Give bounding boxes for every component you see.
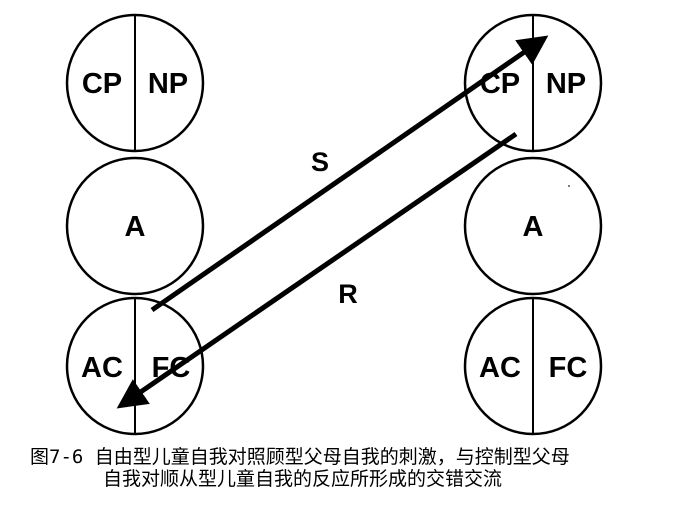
left-ac-label: AC — [81, 352, 123, 384]
stray-dot — [568, 185, 570, 187]
stimulus-arrow — [150, 35, 549, 313]
response-label: R — [338, 279, 358, 309]
right-fc-label: FC — [549, 352, 588, 384]
caption-line-1: 图7-6 自由型儿童自我对照顾型父母自我的刺激，与控制型父母 — [30, 446, 570, 468]
stimulus-transaction: S — [150, 35, 549, 313]
right-ac-label: AC — [479, 352, 521, 384]
left-np-label: NP — [148, 68, 188, 100]
figure-caption: 图7-6 自由型儿童自我对照顾型父母自我的刺激，与控制型父母 自我对顺从型儿童自… — [30, 446, 680, 490]
stimulus-label: S — [311, 147, 329, 177]
ego-state-transaction-diagram: CP NP A AC FC CP NP A AC FC S R — [65, 13, 603, 436]
left-a-label: A — [125, 211, 146, 243]
right-np-label: NP — [546, 68, 586, 100]
response-transaction: R — [116, 131, 518, 409]
left-adult-circle — [65, 156, 205, 296]
right-person-ego-states: CP NP A AC FC — [463, 13, 603, 436]
caption-line-2: 自我对顺从型儿童自我的反应所形成的交错交流 — [103, 468, 503, 490]
left-person-ego-states: CP NP A AC FC — [65, 13, 205, 436]
right-a-label: A — [523, 211, 544, 243]
right-cp-label: CP — [480, 68, 520, 100]
left-cp-label: CP — [82, 68, 122, 100]
right-adult-circle — [463, 156, 603, 296]
response-arrow — [116, 131, 518, 409]
